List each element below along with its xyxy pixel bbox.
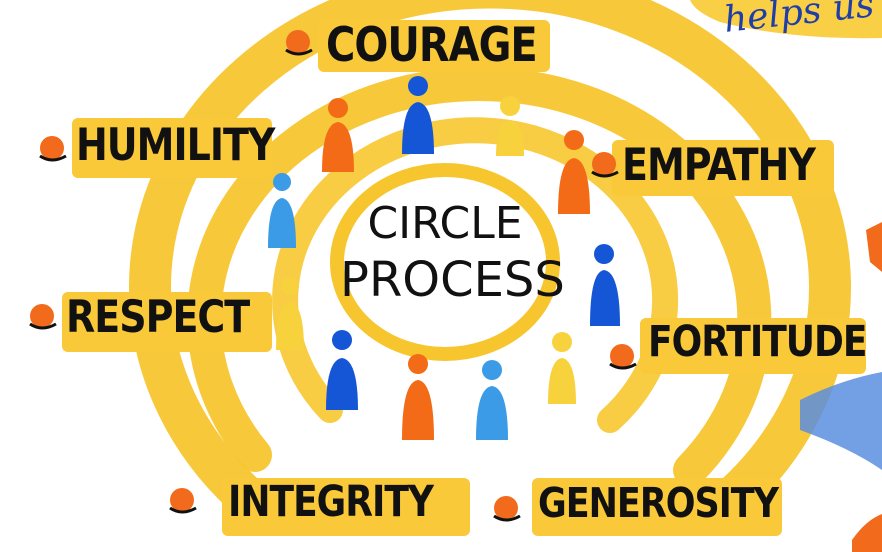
person-yellow (276, 277, 304, 350)
orange-edge-shape (866, 222, 882, 272)
value-label-courage: COURAGE (326, 18, 538, 73)
person-blue (326, 330, 358, 410)
blue-wash-shape (800, 372, 882, 470)
corner-yellow-blob (690, 0, 882, 39)
bullet-integrity (169, 488, 197, 514)
bullet-empathy (591, 152, 619, 178)
person-yellow (548, 332, 576, 404)
person-orange (402, 354, 434, 440)
highlight-courage (318, 20, 550, 72)
ring-inner (272, 117, 679, 433)
person-yellow (496, 96, 524, 156)
highlight-humility (72, 118, 272, 178)
value-label-humility: HUMILITY (76, 118, 275, 171)
value-label-integrity: INTEGRITY (228, 478, 434, 527)
highlight-respect (62, 292, 272, 352)
bullet-generosity (493, 496, 521, 522)
bullet-respect (29, 304, 57, 330)
center-title-line2: PROCESS (340, 252, 565, 308)
label-highlights (62, 20, 866, 536)
value-label-generosity: GENEROSITY (538, 480, 779, 528)
person-light-blue (268, 173, 296, 248)
highlight-empathy (612, 140, 834, 196)
center-ring (330, 163, 560, 361)
people (268, 76, 620, 440)
bullet-courage (285, 30, 313, 56)
highlight-generosity (532, 478, 782, 536)
bullets (29, 30, 637, 522)
person-blue (402, 76, 434, 154)
value-label-fortitude: FORTITUDE (648, 318, 868, 367)
highlight-integrity (222, 478, 470, 536)
value-label-empathy: EMPATHY (622, 138, 816, 191)
bullet-fortitude (609, 344, 637, 370)
center-title-line1: CIRCLE (367, 198, 523, 249)
value-label-respect: RESPECT (66, 290, 250, 343)
person-orange (322, 98, 354, 172)
person-orange (558, 130, 590, 214)
person-blue (590, 244, 620, 326)
orange-edge-shape (852, 514, 882, 552)
person-light-blue (476, 360, 508, 440)
bullet-humility (39, 136, 67, 162)
highlight-fortitude (640, 318, 866, 374)
